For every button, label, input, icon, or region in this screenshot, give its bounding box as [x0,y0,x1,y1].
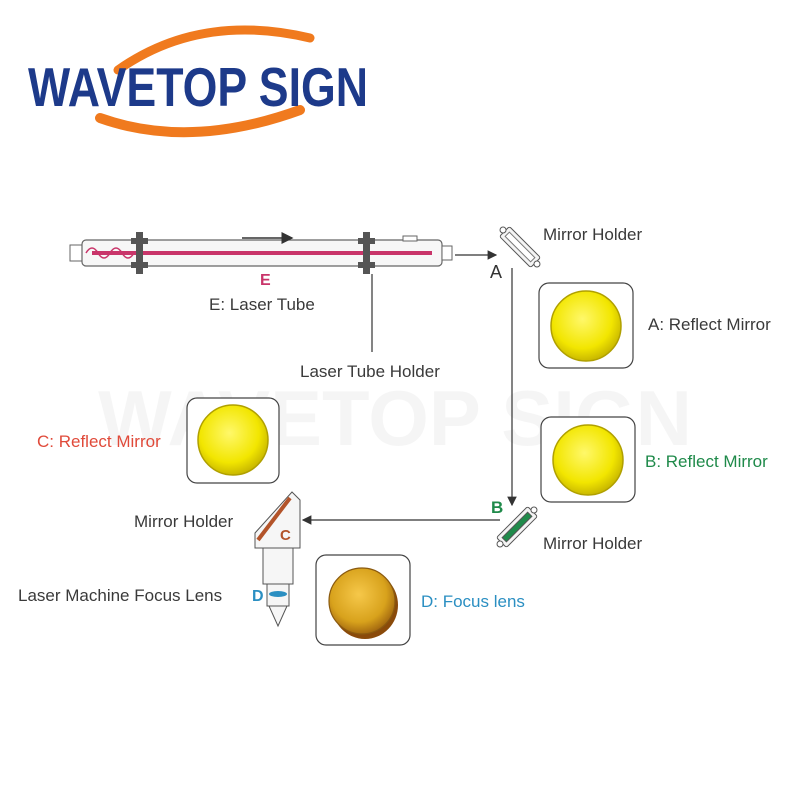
label-reflect-a: A: Reflect Mirror [648,315,771,334]
label-focus-lens-d: D: Focus lens [421,592,525,611]
logo-swoosh-bottom [95,105,305,138]
label-laser-machine-focus-lens: Laser Machine Focus Lens [18,586,222,605]
letter-d: D [252,588,264,605]
reflect-mirror-c-card [186,397,280,484]
reflect-mirror-b-icon [552,424,624,496]
focus-lens-d-icon [269,591,287,597]
reflect-mirror-a-icon [550,290,622,362]
mirror-holder-a [499,226,541,268]
tube-coil [85,247,135,259]
focus-head: C [254,491,301,628]
reflect-mirror-b-card [540,416,636,503]
label-laser-tube-holder: Laser Tube Holder [300,362,440,381]
focus-lens-d-image-icon [328,567,396,635]
brand-name: WAVETOP SIGN [28,56,368,118]
laser-tube: E [69,232,453,289]
letter-a: A [490,262,502,282]
label-mirror-holder-b: Mirror Holder [543,534,643,553]
mirror-holder-b [496,506,538,548]
label-reflect-c: C: Reflect Mirror [37,432,161,451]
label-mirror-holder-a: Mirror Holder [543,225,643,244]
label-mirror-holder-c: Mirror Holder [134,512,234,531]
label-reflect-b: B: Reflect Mirror [645,452,768,471]
focus-lens-d-card [315,554,411,646]
letter-c: C [280,527,291,544]
letter-b: B [491,498,503,517]
logo-swoosh-top [113,25,315,75]
label-laser-tube: E: Laser Tube [209,295,315,314]
letter-e: E [260,272,271,289]
brand-logo: WAVETOP SIGN [28,25,368,138]
reflect-mirror-c-icon [197,404,269,476]
reflect-mirror-a-card [538,282,634,369]
